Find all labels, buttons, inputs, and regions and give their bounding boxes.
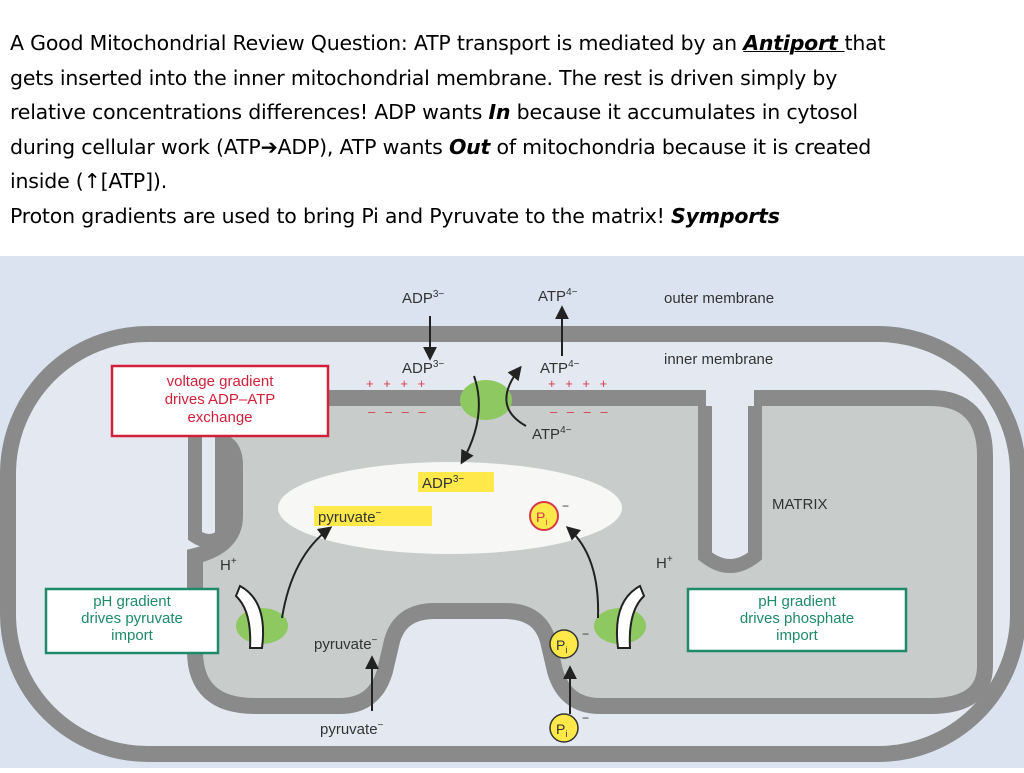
text-line-1: A Good Mitochondrial Review Question: AT… xyxy=(10,26,1018,61)
text-fragment: A Good Mitochondrial Review Question: AT… xyxy=(10,31,744,55)
text-fragment: ADP), ATP wants xyxy=(277,134,449,159)
out-emphasis: Out xyxy=(448,134,491,159)
minus-charges-left: – – – – xyxy=(368,404,429,419)
inner-membrane xyxy=(186,390,993,714)
ph-phosphate-line-3: import xyxy=(776,627,819,644)
text-line-2: gets inserted into the inner mitochondri… xyxy=(10,65,838,90)
ph-pyruvate-box xyxy=(44,587,220,655)
pyruvate-matrix-label: pyruvate− xyxy=(318,508,382,526)
adp-outer-label: ADP3− xyxy=(402,289,444,307)
pi-matrix-circle xyxy=(529,501,559,531)
adp-matrix-highlight xyxy=(418,472,494,492)
pyruvate-matrix-highlight xyxy=(314,506,432,526)
text-line-4: during cellular work (ATP➔ADP), ATP want… xyxy=(10,130,1018,165)
right-crista xyxy=(698,398,762,573)
pi-matrix-label: Pi xyxy=(536,509,547,527)
text-line-3: relative concentrations differences! ADP… xyxy=(10,95,1018,130)
diagram-svg: ADP3− ATP4− outer membrane inner membran… xyxy=(0,256,1024,768)
outer-membrane-label: outer membrane xyxy=(664,290,774,307)
mitochondrion-diagram: ADP3− ATP4− outer membrane inner membran… xyxy=(0,256,1024,768)
text-fragment: Proton gradients are used to bring Pi an… xyxy=(10,203,671,228)
symports-emphasis: Symports xyxy=(671,203,780,228)
text-fragment: during cellular work (ATP xyxy=(10,134,261,159)
crista-gap xyxy=(706,384,754,406)
antiport-emphasis: Antiport xyxy=(743,31,845,55)
voltage-box-line-3: exchange xyxy=(187,409,252,426)
pi-import-arrow xyxy=(565,526,600,619)
matrix-ellipse xyxy=(278,462,622,554)
atp-matrix-arrow xyxy=(505,365,527,427)
text-fragment: that xyxy=(844,31,886,55)
plus-charges-right: + + + + xyxy=(548,376,610,391)
ph-phosphate-box xyxy=(686,587,908,653)
arrow-icon: ➔ xyxy=(260,134,278,159)
h-plus-right-arrow xyxy=(616,584,646,649)
atp-ims-label: ATP4− xyxy=(540,359,580,377)
pi-outer-circle xyxy=(549,713,579,743)
ph-phosphate-line-2: drives phosphate xyxy=(740,610,854,627)
matrix-label: MATRIX xyxy=(772,496,828,513)
pi-membrane-charge: − xyxy=(582,627,589,641)
voltage-gradient-box xyxy=(110,364,330,438)
h-plus-left-arrow xyxy=(234,584,264,649)
minus-charges-right: – – – – xyxy=(550,404,611,419)
pyruvate-outer-label: pyruvate− xyxy=(320,720,384,738)
adp-matrix-label: ADP3− xyxy=(422,474,464,492)
atp-matrix-label: ATP4− xyxy=(532,425,572,443)
text-line-6: Proton gradients are used to bring Pi an… xyxy=(10,199,1018,234)
left-crista xyxy=(188,421,229,548)
h-plus-right-label: H+ xyxy=(656,554,673,572)
adp-ims-label: ADP3− xyxy=(402,359,444,377)
ph-pyruvate-line-1: pH gradient xyxy=(93,593,171,610)
ph-pyruvate-line-3: import xyxy=(111,627,154,644)
text-fragment: relative concentrations differences! ADP… xyxy=(10,100,489,124)
h-plus-left-label: H+ xyxy=(220,556,237,574)
voltage-box-line-1: voltage gradient xyxy=(167,373,275,390)
voltage-box-line-2: drives ADP–ATP xyxy=(165,391,276,408)
slide-text: A Good Mitochondrial Review Question: AT… xyxy=(10,26,1018,233)
text-line-5: inside (↑[ATP]). xyxy=(10,169,168,193)
text-fragment: because it accumulates in cytosol xyxy=(510,100,858,124)
atp-outer-label: ATP4− xyxy=(538,287,578,305)
adp-atp-antiporter xyxy=(460,380,512,420)
pi-outer-charge: − xyxy=(582,711,589,725)
pi-matrix-charge: − xyxy=(562,499,569,513)
plus-charges-left: + + + + xyxy=(366,376,428,391)
pyruvate-import-arrow xyxy=(281,526,333,619)
ph-pyruvate-line-2: drives pyruvate xyxy=(81,610,183,627)
inner-membrane-label: inner membrane xyxy=(664,351,773,368)
pyruvate-membrane-label: pyruvate− xyxy=(314,635,378,653)
pi-outer-label: Pi xyxy=(556,721,567,739)
ph-phosphate-line-1: pH gradient xyxy=(758,593,836,610)
in-emphasis: In xyxy=(488,100,511,124)
pi-membrane-label: Pi xyxy=(556,637,567,655)
text-fragment: of mitochondria because it is created xyxy=(490,134,872,159)
pi-membrane-circle xyxy=(549,629,579,659)
adp-matrix-arrow xyxy=(460,375,480,465)
